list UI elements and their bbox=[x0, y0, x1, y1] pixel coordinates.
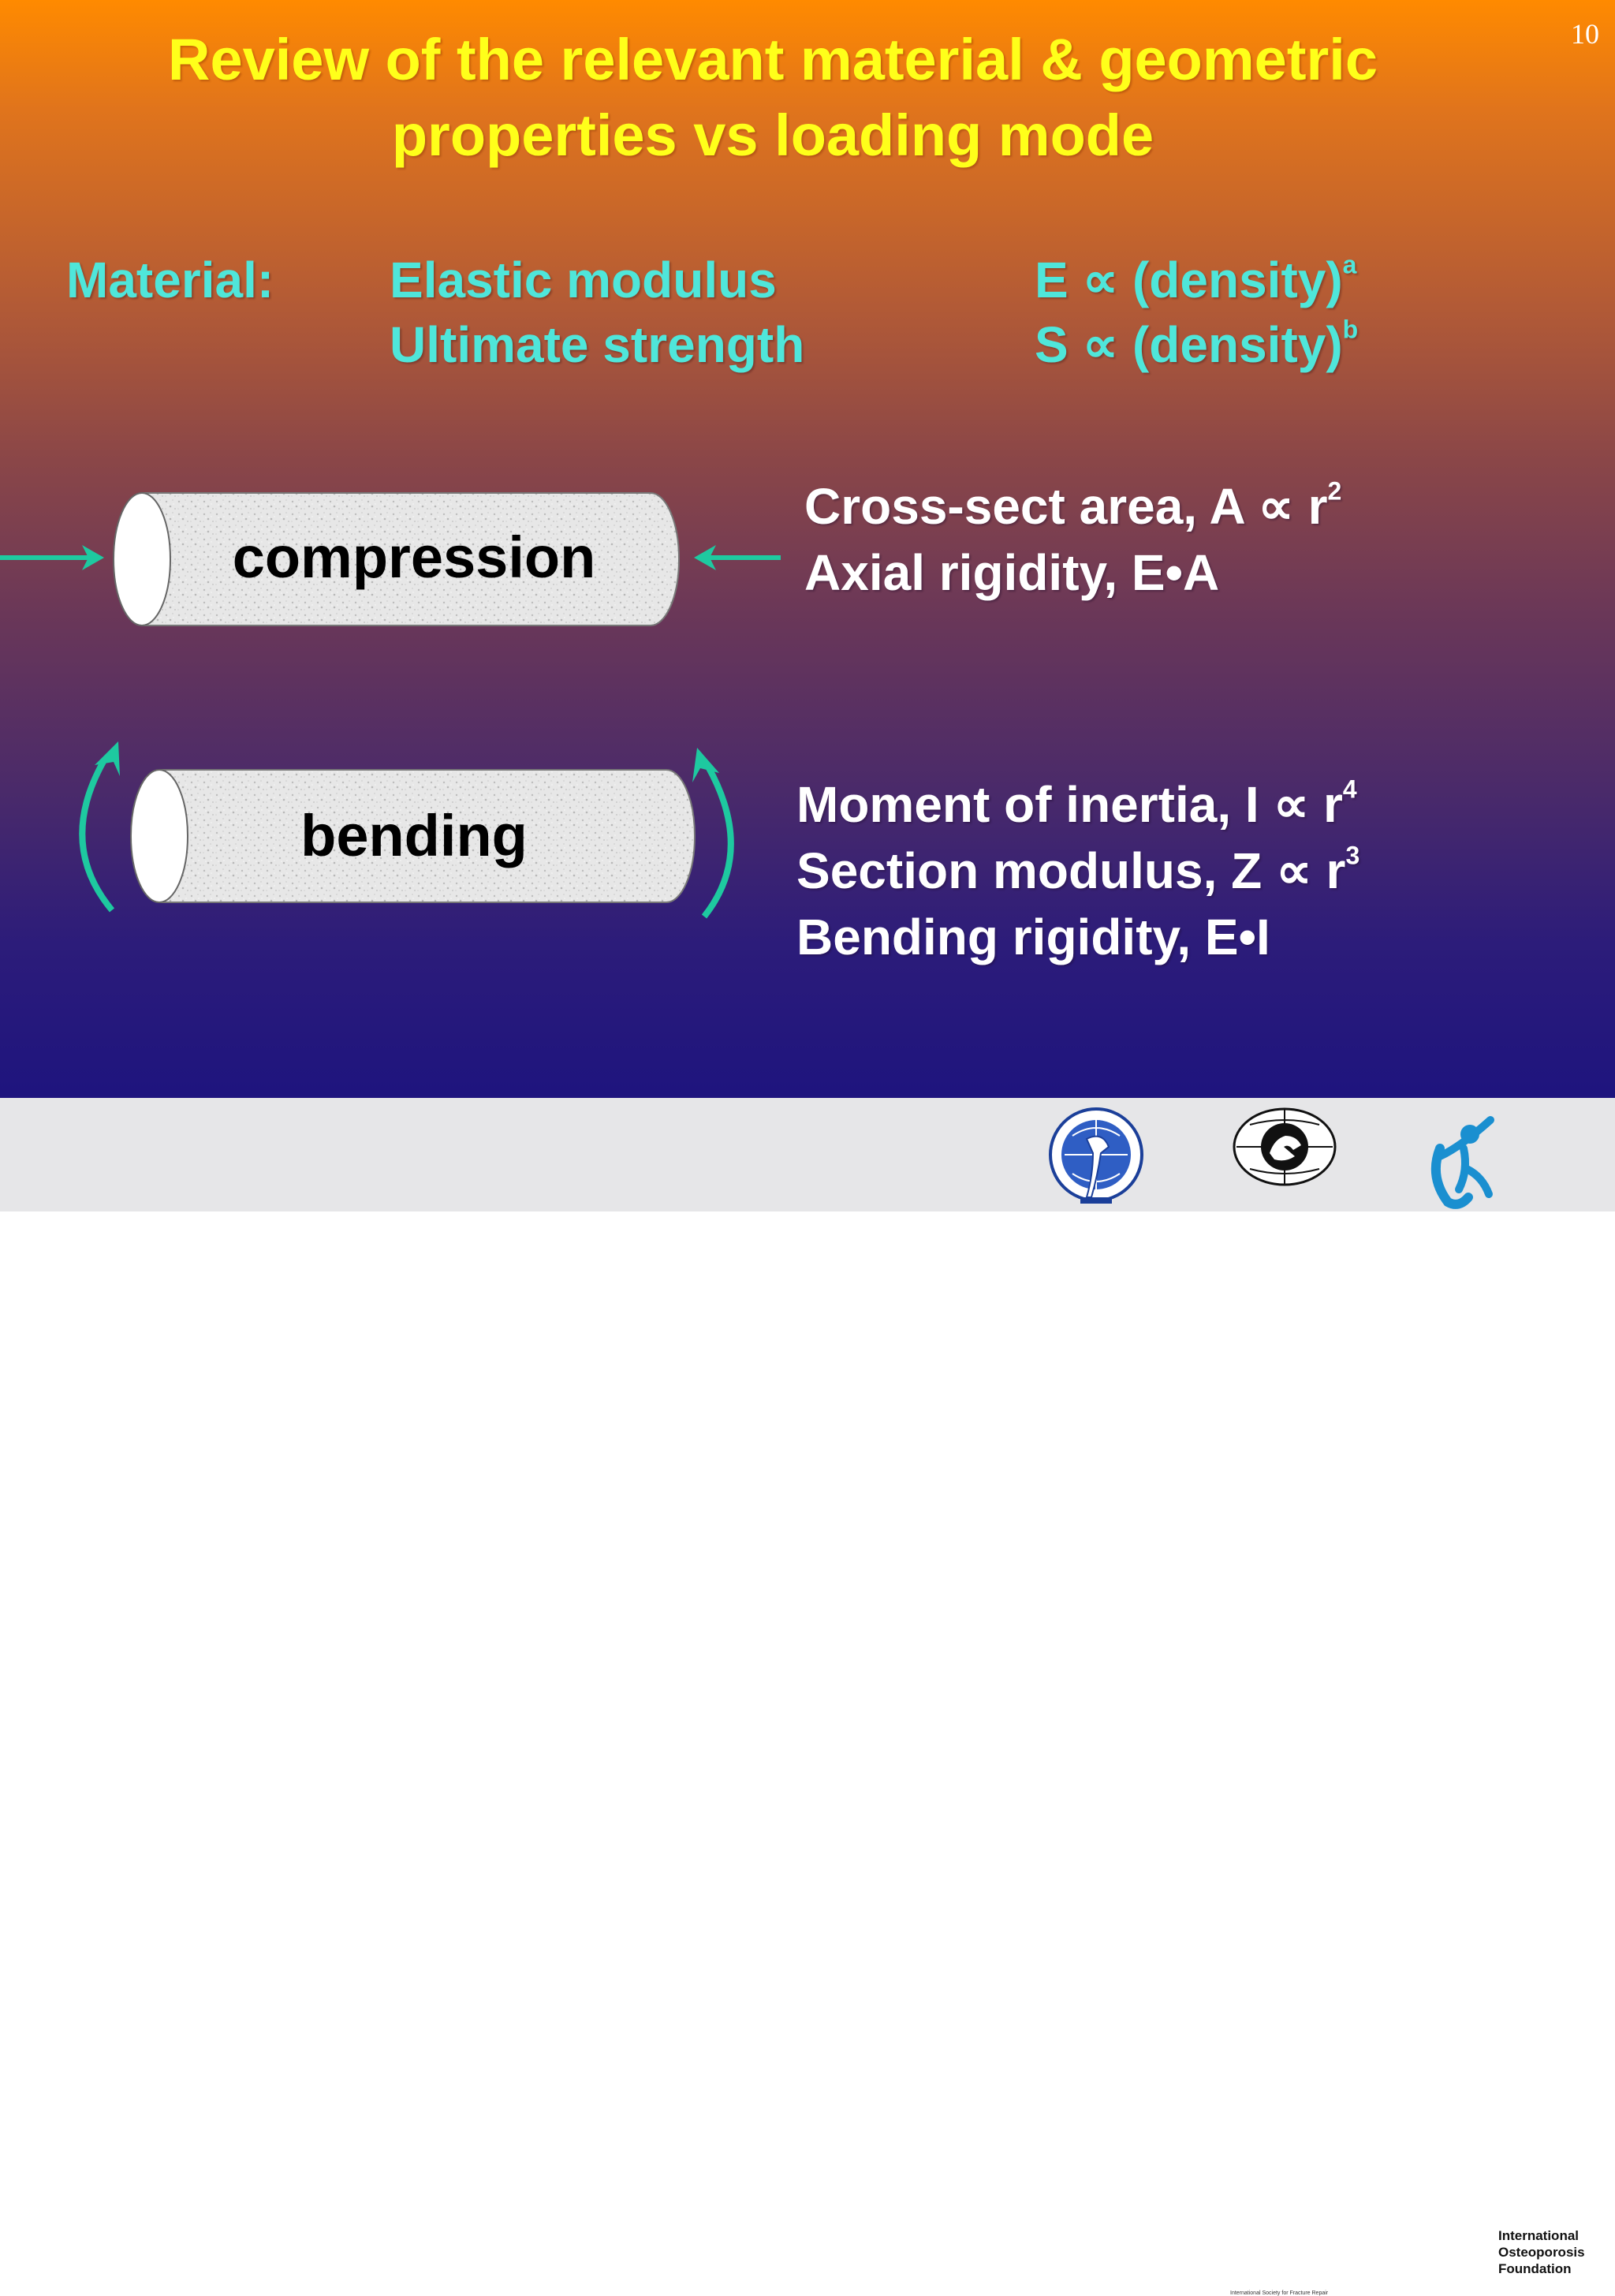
compression-diagram: compression bbox=[0, 492, 781, 626]
isfr-caption: International Society for Fracture Repai… bbox=[1230, 2290, 1329, 2296]
compression-arrow-right bbox=[694, 545, 781, 570]
title-line-1: Review of the relevant material & geomet… bbox=[168, 27, 1378, 92]
iof-logo bbox=[1430, 1116, 1494, 1209]
material-properties: Elastic modulus Ultimate strength bbox=[390, 248, 804, 377]
property-elastic-modulus: Elastic modulus bbox=[390, 252, 777, 308]
slide-background: 10 Review of the relevant material & geo… bbox=[0, 0, 1615, 1098]
cross-section-area: Cross-sect area, A ∝ r2 bbox=[804, 476, 1342, 535]
bending-diagram: bending bbox=[79, 741, 734, 919]
bending-arrow-left bbox=[79, 741, 120, 913]
isfr-logo bbox=[1233, 1107, 1337, 1186]
material-label: Material: bbox=[66, 252, 274, 308]
section-modulus: Section modulus, Z ∝ r3 bbox=[796, 841, 1360, 899]
bending-rigidity: Bending rigidity, E•I bbox=[796, 909, 1270, 965]
iof-name: International Osteoporosis Foundation bbox=[1498, 2228, 1585, 2276]
bending-properties: Moment of inertia, I ∝ r4 Section modulu… bbox=[796, 771, 1360, 970]
compression-arrow-left bbox=[0, 545, 104, 570]
relation-strength: S ∝ (density)b bbox=[1035, 315, 1359, 373]
bending-arrow-right bbox=[692, 748, 734, 919]
axial-rigidity: Axial rigidity, E•A bbox=[804, 544, 1220, 601]
page-number: 10 bbox=[1571, 18, 1599, 50]
compression-properties: Cross-sect area, A ∝ r2 Axial rigidity, … bbox=[804, 473, 1341, 606]
moment-of-inertia: Moment of inertia, I ∝ r4 bbox=[796, 775, 1357, 833]
property-ultimate-strength: Ultimate strength bbox=[390, 316, 805, 373]
footer-bar: International Society for Fracture Repai… bbox=[0, 1098, 1615, 2296]
slide-title: Review of the relevant material & geomet… bbox=[0, 22, 1546, 174]
relation-elastic: E ∝ (density)a bbox=[1035, 250, 1357, 308]
compression-cylinder: compression bbox=[113, 492, 680, 626]
title-line-2: properties vs loading mode bbox=[391, 103, 1154, 168]
bone-joint-decade-logo bbox=[1049, 1107, 1143, 1204]
bending-cylinder: bending bbox=[130, 769, 696, 903]
bending-label: bending bbox=[300, 803, 528, 868]
compression-label: compression bbox=[233, 525, 596, 590]
material-relations: E ∝ (density)a S ∝ (density)b bbox=[1035, 248, 1358, 377]
